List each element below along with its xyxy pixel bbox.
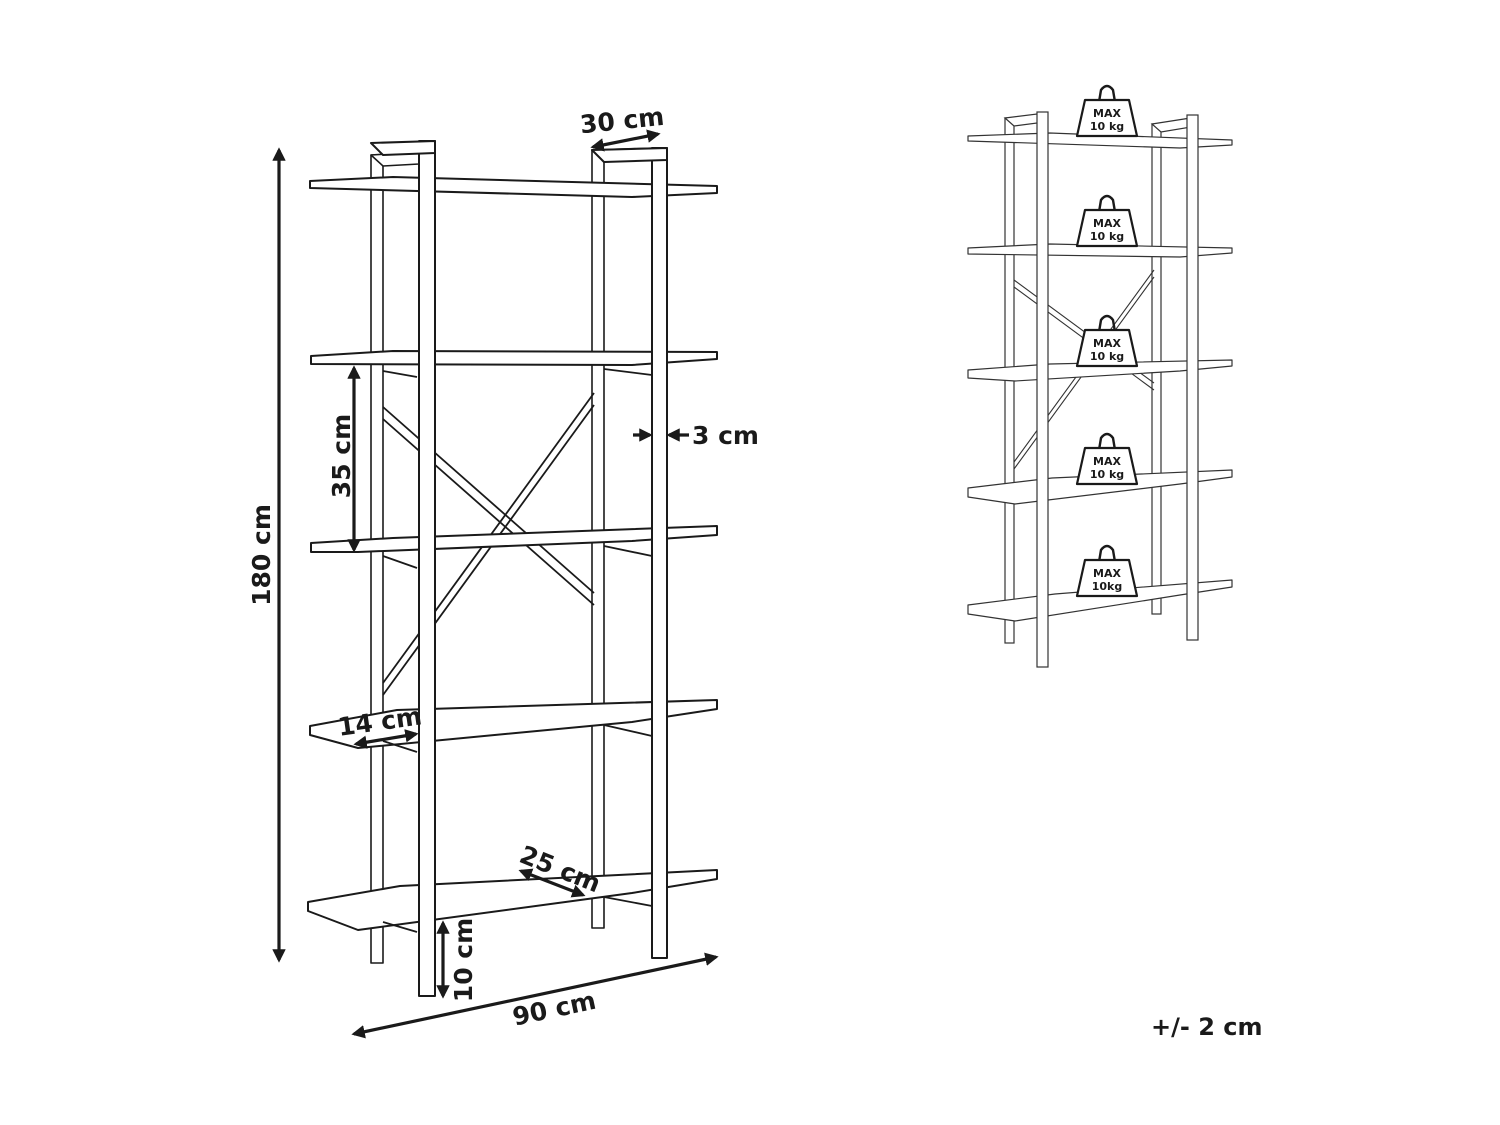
- weight-icon: [1075, 208, 1139, 248]
- weight-icon: [1075, 446, 1139, 486]
- load-capacity-drawing: [967, 111, 1233, 668]
- weight-handle-icon: [1097, 544, 1117, 563]
- depth-arrow: [590, 129, 661, 152]
- front-left-post: [418, 140, 436, 997]
- back-left-post: [370, 154, 384, 964]
- front-right-top-bar: [591, 147, 668, 163]
- weight-max-label: MAX: [1093, 217, 1121, 230]
- shelf-depth-arrow: [518, 868, 586, 898]
- weight-handle-icon: [1097, 314, 1117, 333]
- weight-icon: [1075, 558, 1139, 598]
- shelf-spacing-label: 35 cm: [327, 414, 356, 498]
- bottom-clearance-label: 10 cm: [449, 918, 478, 1002]
- shelf-2: [310, 350, 718, 366]
- weight-max-label: MAX: [1093, 337, 1121, 350]
- weight-load-label: 10 kg: [1090, 230, 1124, 243]
- height-label: 180 cm: [247, 504, 276, 606]
- dimension-lines: [272, 129, 719, 1039]
- shelf-drawing: [307, 140, 718, 997]
- weight-load-label: 10 kg: [1090, 350, 1124, 363]
- shelf-5: [307, 869, 718, 931]
- load-shelf-1: [967, 132, 1233, 149]
- weight-max-label: MAX: [1093, 455, 1121, 468]
- shelf-1: [309, 176, 718, 198]
- shelf-3: [310, 525, 718, 553]
- weight-icon: [1075, 98, 1139, 138]
- weight-icon: [1075, 328, 1139, 368]
- front-left-top-bar: [370, 140, 436, 156]
- weight-max-label: MAX: [1093, 107, 1121, 120]
- tolerance-note: +/- 2 cm: [1151, 1013, 1262, 1041]
- weight-handle-icon: [1097, 194, 1117, 213]
- front-right-post: [651, 147, 668, 959]
- weight-load-label: 10 kg: [1090, 120, 1124, 133]
- weight-handle-icon: [1097, 84, 1117, 103]
- weight-load-label: 10kg: [1092, 580, 1123, 593]
- front-overhang-arrow: [353, 729, 419, 749]
- post-thickness-label: 3 cm: [692, 421, 759, 450]
- weight-load-label: 10 kg: [1090, 468, 1124, 481]
- weight-max-label: MAX: [1093, 567, 1121, 580]
- width-arrow: [351, 952, 719, 1039]
- weight-handle-icon: [1097, 432, 1117, 451]
- load-shelf-2: [967, 243, 1233, 258]
